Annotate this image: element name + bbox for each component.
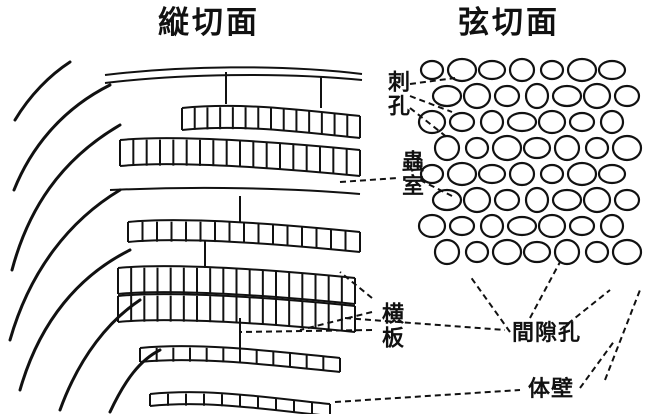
tangential-cell (450, 113, 474, 131)
tangential-cell (493, 240, 521, 264)
tangential-cell (599, 165, 625, 183)
tangential-cell (495, 86, 519, 106)
leader-line (530, 262, 560, 318)
outer-wall (105, 67, 362, 75)
gap-pore-label: 間隙孔 (512, 322, 581, 344)
tangential-cell (495, 190, 519, 210)
tangential-cell (435, 240, 459, 264)
tangential-cell (570, 217, 594, 235)
cross-plate-label: 横板 (380, 302, 402, 350)
body-wall-label: 体壁 (528, 378, 574, 400)
tangential-cell (526, 84, 548, 108)
tangential-cell (466, 138, 488, 158)
tangential-cell (584, 84, 610, 108)
tangential-cell (524, 242, 550, 262)
growth-line (110, 350, 160, 412)
tangential-cell (586, 242, 608, 262)
tangential-cell (553, 190, 581, 210)
tangential-cell (541, 165, 563, 183)
tangential-cell (584, 188, 610, 212)
tangential-cell (508, 113, 536, 131)
tangential-cell (493, 136, 521, 160)
tangential-cell (419, 111, 445, 133)
tangential-cell (526, 188, 548, 212)
tangential-cell (421, 165, 443, 183)
growth-line (15, 62, 70, 120)
tangential-cell (539, 111, 565, 133)
tangential-cell (448, 163, 476, 185)
spinules-label: 刺孔 (386, 70, 408, 118)
tangential-cell (615, 190, 639, 210)
chamber-wall (110, 188, 360, 194)
tangential-cell (601, 215, 623, 237)
tangential-cell (613, 136, 641, 160)
chamber-label: 蟲室 (400, 150, 422, 198)
tangential-cell (613, 240, 641, 264)
leader-line (340, 178, 398, 182)
longitudinal-section-title: 縦切面 (158, 8, 260, 39)
tangential-cell (435, 136, 459, 160)
leader-line (300, 312, 372, 330)
tangential-cell (481, 111, 503, 133)
tangential-section-title: 弦切面 (458, 8, 560, 39)
tangential-cell (510, 59, 534, 81)
tangential-cell (586, 138, 608, 158)
tangential-cell (541, 61, 563, 79)
tangential-cell (419, 215, 445, 237)
tangential-cell (524, 138, 550, 158)
tangential-cell (601, 111, 623, 133)
leader-line (410, 96, 452, 112)
tangential-cells (419, 59, 641, 264)
leader-line (470, 276, 510, 332)
tangential-cell (510, 163, 534, 185)
outer-wall-inner (105, 75, 362, 83)
tangential-cell (421, 61, 443, 79)
tangential-cell (599, 61, 625, 79)
leader-line (345, 318, 505, 330)
tangential-cell (568, 163, 596, 185)
tangential-cell (568, 59, 596, 81)
growth-line (60, 300, 140, 410)
tangential-cell (450, 217, 474, 235)
tangential-cell (508, 217, 536, 235)
tangential-cell (481, 215, 503, 237)
tangential-cell (464, 84, 490, 108)
leader-line (335, 390, 520, 402)
tangential-cell (539, 215, 565, 237)
leader-line (580, 340, 615, 388)
tangential-cell (615, 86, 639, 106)
tangential-cell (553, 86, 581, 106)
tangential-cell (555, 136, 579, 160)
zooid-tubes (105, 67, 362, 414)
tangential-cell (479, 165, 505, 183)
tangential-cell (555, 240, 579, 264)
tangential-cell (433, 86, 461, 106)
growth-lines (10, 62, 160, 412)
leader-line (605, 290, 640, 380)
tangential-cell (570, 113, 594, 131)
growth-line (12, 125, 120, 270)
tangential-cell (466, 242, 488, 262)
tangential-cell (433, 190, 461, 210)
tangential-cell (464, 188, 490, 212)
tangential-cell (479, 61, 505, 79)
